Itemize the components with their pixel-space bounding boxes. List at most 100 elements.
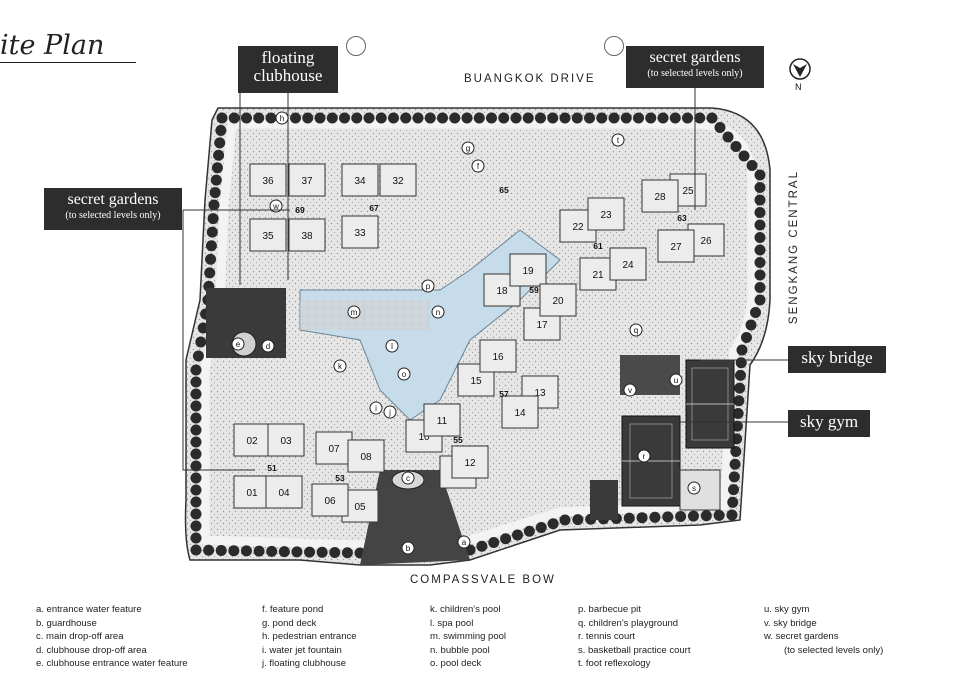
tree-icon [714, 122, 726, 133]
tree-icon [754, 207, 766, 218]
tree-icon [754, 282, 766, 293]
page-title: ite Plan [0, 30, 105, 61]
tree-icon [412, 112, 424, 124]
facility-marker-s: s [687, 481, 701, 495]
north-arrow-icon [789, 58, 811, 80]
tree-icon [205, 253, 217, 265]
tree-icon [488, 537, 500, 548]
tree-icon [437, 112, 448, 124]
tree-icon [736, 344, 748, 356]
block-number-label: 23 [600, 210, 612, 221]
tree-icon [559, 514, 571, 526]
tree-icon [302, 112, 314, 124]
facility-marker-q: q [629, 323, 643, 337]
tree-icon [733, 395, 745, 407]
tree-icon [197, 322, 209, 334]
tree-icon [190, 532, 202, 544]
tree-icon [203, 544, 215, 556]
tree-icon [326, 112, 338, 124]
tree-icon [727, 496, 739, 508]
facility-marker-label: r [643, 452, 646, 461]
tree-icon [205, 240, 217, 252]
tree-icon [734, 369, 746, 381]
residential-block: 36 [249, 163, 287, 197]
residential-block: 11 [423, 403, 461, 437]
tree-icon [424, 112, 436, 124]
block-number-label: 06 [324, 496, 336, 507]
tree-icon [738, 150, 750, 162]
tree-icon [253, 112, 265, 124]
tree-icon [572, 514, 584, 526]
facility-marker-label: f [477, 162, 480, 171]
block-number-label: 34 [354, 176, 366, 187]
block-number-label: 35 [262, 231, 274, 242]
legend-item: d. clubhouse drop-off area [36, 644, 147, 656]
tree-icon [190, 388, 202, 400]
pool-deck [300, 300, 430, 330]
main-driveway [360, 470, 470, 565]
residential-block: 07 [315, 431, 353, 465]
legend-item: n. bubble pool [430, 644, 490, 656]
residential-block: 38 [288, 218, 326, 252]
tree-icon [190, 484, 202, 496]
facility-marker-label: b [406, 544, 411, 553]
tree-icon [214, 137, 226, 149]
tree-icon [388, 112, 399, 124]
tree-icon [636, 512, 648, 524]
block-number-label: 04 [278, 488, 290, 499]
tree-icon [228, 545, 240, 557]
residential-block: 23 [587, 197, 625, 231]
tree-icon [190, 436, 202, 448]
tree-icon [190, 496, 202, 508]
callout-leaders [182, 84, 788, 471]
legend-item: u. sky gym [764, 604, 810, 615]
callout-sky-bridge: sky bridge [788, 346, 886, 373]
tree-icon [535, 112, 546, 124]
residential-block: 04 [265, 475, 303, 509]
tree-icon [649, 511, 661, 523]
facility-marker-g: g [461, 141, 475, 155]
north-label: N [795, 82, 802, 92]
callout-secret-gardens-top: secret gardens (to selected levels only) [626, 46, 764, 88]
tree-icon [208, 199, 220, 211]
road-sengkang-central: SENGKANG CENTRAL [788, 170, 800, 325]
tree-icon [700, 510, 712, 522]
facility-marker-h: h [275, 111, 289, 125]
tree-icon [190, 364, 202, 376]
tree-icon [190, 508, 202, 520]
residential-block: 32 [379, 163, 417, 197]
residential-block: 01 [233, 475, 271, 509]
block-number-label: 08 [360, 452, 372, 463]
facility-marker-label: u [674, 376, 678, 385]
tree-icon [278, 546, 290, 558]
facility-marker-i: i [369, 401, 383, 415]
tree-icon [190, 412, 202, 424]
residential-block: 28 [641, 179, 679, 213]
block-number-label: 38 [301, 231, 313, 242]
tree-icon [240, 545, 252, 557]
core-number-label: 61 [593, 241, 603, 251]
legend-item: k. children's pool [430, 604, 501, 615]
tree-icon [213, 149, 225, 161]
callout-sky-gym: sky gym [788, 410, 870, 437]
core-number-label: 69 [295, 205, 305, 215]
residential-block: 14 [501, 395, 539, 429]
tree-icon [375, 112, 387, 124]
facility-marker-r: r [637, 449, 651, 463]
tree-icon [351, 112, 363, 124]
tree-icon [210, 174, 222, 186]
facility-marker-label: d [266, 342, 270, 351]
tree-icon [215, 124, 227, 136]
block-number-label: 13 [534, 388, 546, 399]
block-number-label: 14 [514, 408, 526, 419]
tree-icon [329, 547, 341, 559]
tree-icon [734, 382, 746, 394]
facility-marker-l: l [385, 339, 399, 353]
tree-icon [713, 509, 725, 521]
facility-marker-label: c [406, 474, 410, 483]
tree-icon [195, 336, 207, 348]
tree-icon [754, 257, 766, 268]
facility-marker-label: a [462, 538, 467, 547]
residential-block: 33 [341, 215, 379, 249]
tree-icon [265, 112, 277, 124]
